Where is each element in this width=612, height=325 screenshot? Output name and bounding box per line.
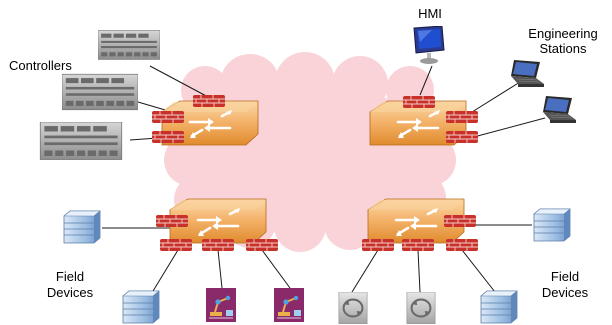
firewall-icon <box>152 130 184 144</box>
engineering-stations-label-line1: Engineering <box>528 26 598 41</box>
firewall-icon <box>446 238 478 252</box>
firewall-icon <box>152 110 184 124</box>
firewall-icon <box>202 238 234 252</box>
valve-icon <box>338 292 368 324</box>
firewall-icon <box>446 130 478 144</box>
firewall-icon <box>446 110 478 124</box>
firewall-icon <box>403 95 435 109</box>
controller-rack-icon <box>62 73 138 111</box>
firewall-icon <box>160 238 192 252</box>
controller-rack-icon <box>39 122 123 160</box>
controllers-label: Controllers <box>9 58 72 73</box>
firewall-icon <box>193 94 225 108</box>
field-devices-left-label-line2: Devices <box>46 285 94 300</box>
laptop-icon <box>510 60 544 88</box>
engineering-stations-label-line2: Stations <box>539 41 587 56</box>
monitor-icon <box>413 26 445 65</box>
robot-arm-icon <box>274 288 304 322</box>
firewall-icon <box>156 214 188 228</box>
laptop-icon <box>542 96 576 124</box>
field-devices-right-label-line1: Field <box>550 269 580 284</box>
controller-rack-icon <box>98 29 160 61</box>
robot-arm-icon <box>206 288 236 322</box>
hmi-label: HMI <box>418 6 442 21</box>
firewall-icon <box>362 238 394 252</box>
field-server-icon <box>533 208 571 242</box>
field-devices-right-label-line2: Devices <box>541 285 589 300</box>
field-server-icon <box>63 210 101 244</box>
field-devices-left-label-line1: Field <box>55 269 85 284</box>
firewall-icon <box>444 214 476 228</box>
field-server-icon <box>122 290 160 324</box>
firewall-icon <box>402 238 434 252</box>
valve-icon <box>406 292 436 324</box>
connection-lines <box>102 65 546 297</box>
firewall-icon <box>246 238 278 252</box>
field-server-icon <box>480 290 518 324</box>
